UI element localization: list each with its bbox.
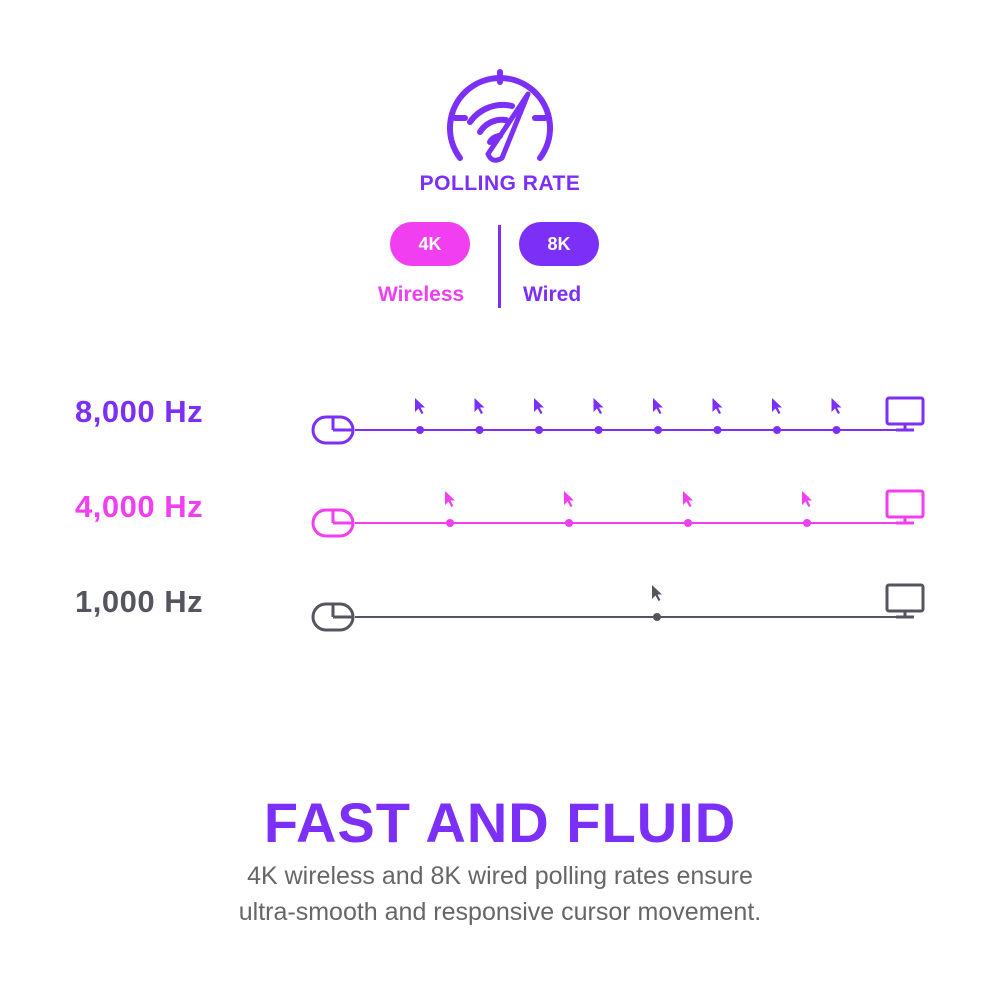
description-line-1: 4K wireless and 8K wired polling rates e… xyxy=(247,862,753,890)
cursor-icon xyxy=(415,398,425,414)
poll-dot xyxy=(475,426,484,434)
cursor-icon xyxy=(683,491,693,507)
polling-row-0 xyxy=(311,396,925,445)
cursor-icon xyxy=(445,491,455,507)
poll-dot xyxy=(535,426,543,434)
divider xyxy=(498,225,501,308)
cursor-icon xyxy=(772,398,782,414)
wired-8k-badge: 8K xyxy=(519,222,599,266)
cursor-icon xyxy=(593,398,604,414)
poll-dot xyxy=(832,426,841,434)
rate-label-4000: 4,000 Hz xyxy=(75,489,204,524)
wireless-label: Wireless xyxy=(378,283,465,306)
poll-dot xyxy=(446,519,454,527)
wired-label: Wired xyxy=(523,283,582,306)
cursor-icon xyxy=(802,491,812,507)
speedometer-wifi-icon xyxy=(447,69,553,163)
poll-dot xyxy=(803,519,811,527)
polling-row-2 xyxy=(311,583,925,632)
cursor-icon xyxy=(534,398,544,414)
rate-label-8000: 8,000 Hz xyxy=(75,394,204,429)
polling-rate-heading: POLLING RATE xyxy=(419,172,581,195)
wireless-4k-badge: 4K xyxy=(390,222,470,266)
poll-dot xyxy=(654,426,662,434)
poll-dot xyxy=(594,426,603,434)
mouse-icon xyxy=(311,508,355,538)
cursor-icon xyxy=(712,398,723,414)
cursor-icon xyxy=(653,398,663,414)
cursor-icon xyxy=(564,491,574,507)
poll-dot xyxy=(773,426,781,434)
cursor-icon xyxy=(831,398,842,414)
monitor-icon xyxy=(885,583,925,619)
poll-dot xyxy=(684,519,692,527)
polling-row-1 xyxy=(311,489,925,538)
mouse-icon xyxy=(311,602,355,632)
poll-dot xyxy=(713,426,722,434)
poll-dot xyxy=(416,426,424,434)
poll-dot xyxy=(653,613,661,621)
cursor-icon xyxy=(652,585,662,601)
poll-dot xyxy=(565,519,573,527)
monitor-icon xyxy=(885,489,925,525)
rate-label-1000: 1,000 Hz xyxy=(75,584,204,619)
mouse-icon xyxy=(311,415,355,445)
main-title: FAST AND FLUID xyxy=(263,791,737,854)
cursor-icon xyxy=(474,398,485,414)
description-line-2: ultra-smooth and responsive cursor movem… xyxy=(238,898,762,926)
monitor-icon xyxy=(885,396,925,432)
